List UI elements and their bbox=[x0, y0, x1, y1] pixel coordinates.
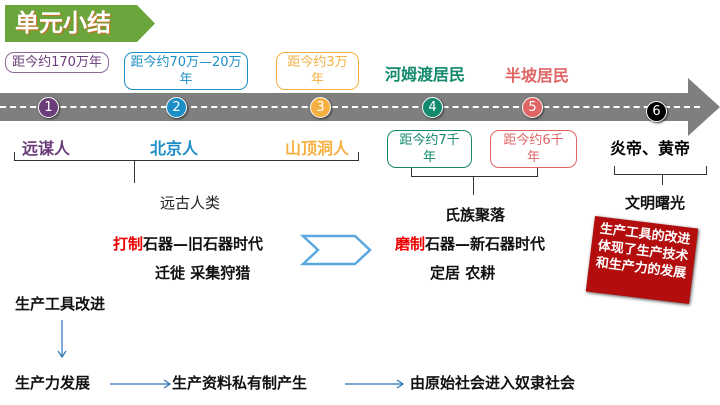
marker-6: 6 bbox=[646, 101, 667, 122]
marker-1: 1 bbox=[38, 97, 59, 118]
bracket-1-stem bbox=[134, 161, 135, 183]
chevron-arrow-icon bbox=[300, 234, 372, 266]
bracket-2-stem bbox=[473, 177, 474, 195]
group-label-2: 氏族聚落 bbox=[445, 206, 506, 224]
slide-title: 单元小结 bbox=[5, 5, 155, 42]
flow-productivity: 生产力发展 bbox=[15, 374, 91, 392]
note-box: 生产工具的改进体现了生产技术和生产力的发展 bbox=[585, 215, 699, 305]
paleolithic-life: 迁徙 采集狩猎 bbox=[155, 264, 251, 282]
neolithic-text: 磨制石器—新石器时代 bbox=[395, 233, 545, 254]
label-banpo: 半坡居民 bbox=[505, 66, 570, 85]
date-box-1: 距今约170万年 bbox=[5, 52, 109, 73]
date-box-3: 距今约3万年 bbox=[276, 52, 359, 90]
marker-5: 5 bbox=[522, 97, 543, 118]
timeline-dashes bbox=[0, 106, 700, 108]
flow-private-ownership: 生产资料私有制产生 bbox=[172, 374, 308, 392]
flow-tools: 生产工具改进 bbox=[15, 295, 106, 313]
bracket-2 bbox=[411, 168, 538, 177]
arrow-right-icon bbox=[110, 379, 172, 389]
arrow-down-icon bbox=[57, 320, 67, 359]
bracket-3 bbox=[614, 166, 707, 175]
flow-slave-society: 由原始社会进入奴隶社会 bbox=[410, 374, 576, 392]
bracket-1 bbox=[14, 152, 359, 161]
marker-2: 2 bbox=[166, 97, 187, 118]
bracket-3-stem bbox=[662, 175, 663, 185]
label-shanding: 山顶洞人 bbox=[285, 139, 350, 158]
date-box-5: 距今约6千年 bbox=[490, 130, 577, 168]
label-yanhuang: 炎帝、黄帝 bbox=[610, 139, 691, 158]
neolithic-rest: 石器—新石器时代 bbox=[425, 235, 546, 253]
label-hemudu: 河姆渡居民 bbox=[385, 65, 466, 84]
label-beijing: 北京人 bbox=[150, 139, 199, 158]
marker-4: 4 bbox=[422, 97, 443, 118]
paleolithic-text: 打制石器—旧石器时代 bbox=[113, 233, 263, 254]
neolithic-highlight: 磨制 bbox=[395, 235, 426, 253]
neolithic-life: 定居 农耕 bbox=[430, 264, 496, 282]
paleolithic-highlight: 打制 bbox=[113, 235, 144, 253]
group-label-1: 远古人类 bbox=[160, 194, 221, 212]
label-yuanmou: 远谋人 bbox=[22, 139, 71, 158]
date-box-2: 距今约70万—20万年 bbox=[124, 52, 248, 90]
group-label-3: 文明曙光 bbox=[625, 194, 686, 212]
arrow-right-icon bbox=[345, 379, 405, 389]
date-box-4: 距今约7千年 bbox=[387, 130, 472, 168]
marker-3: 3 bbox=[310, 97, 331, 118]
paleolithic-rest: 石器—旧石器时代 bbox=[143, 235, 264, 253]
